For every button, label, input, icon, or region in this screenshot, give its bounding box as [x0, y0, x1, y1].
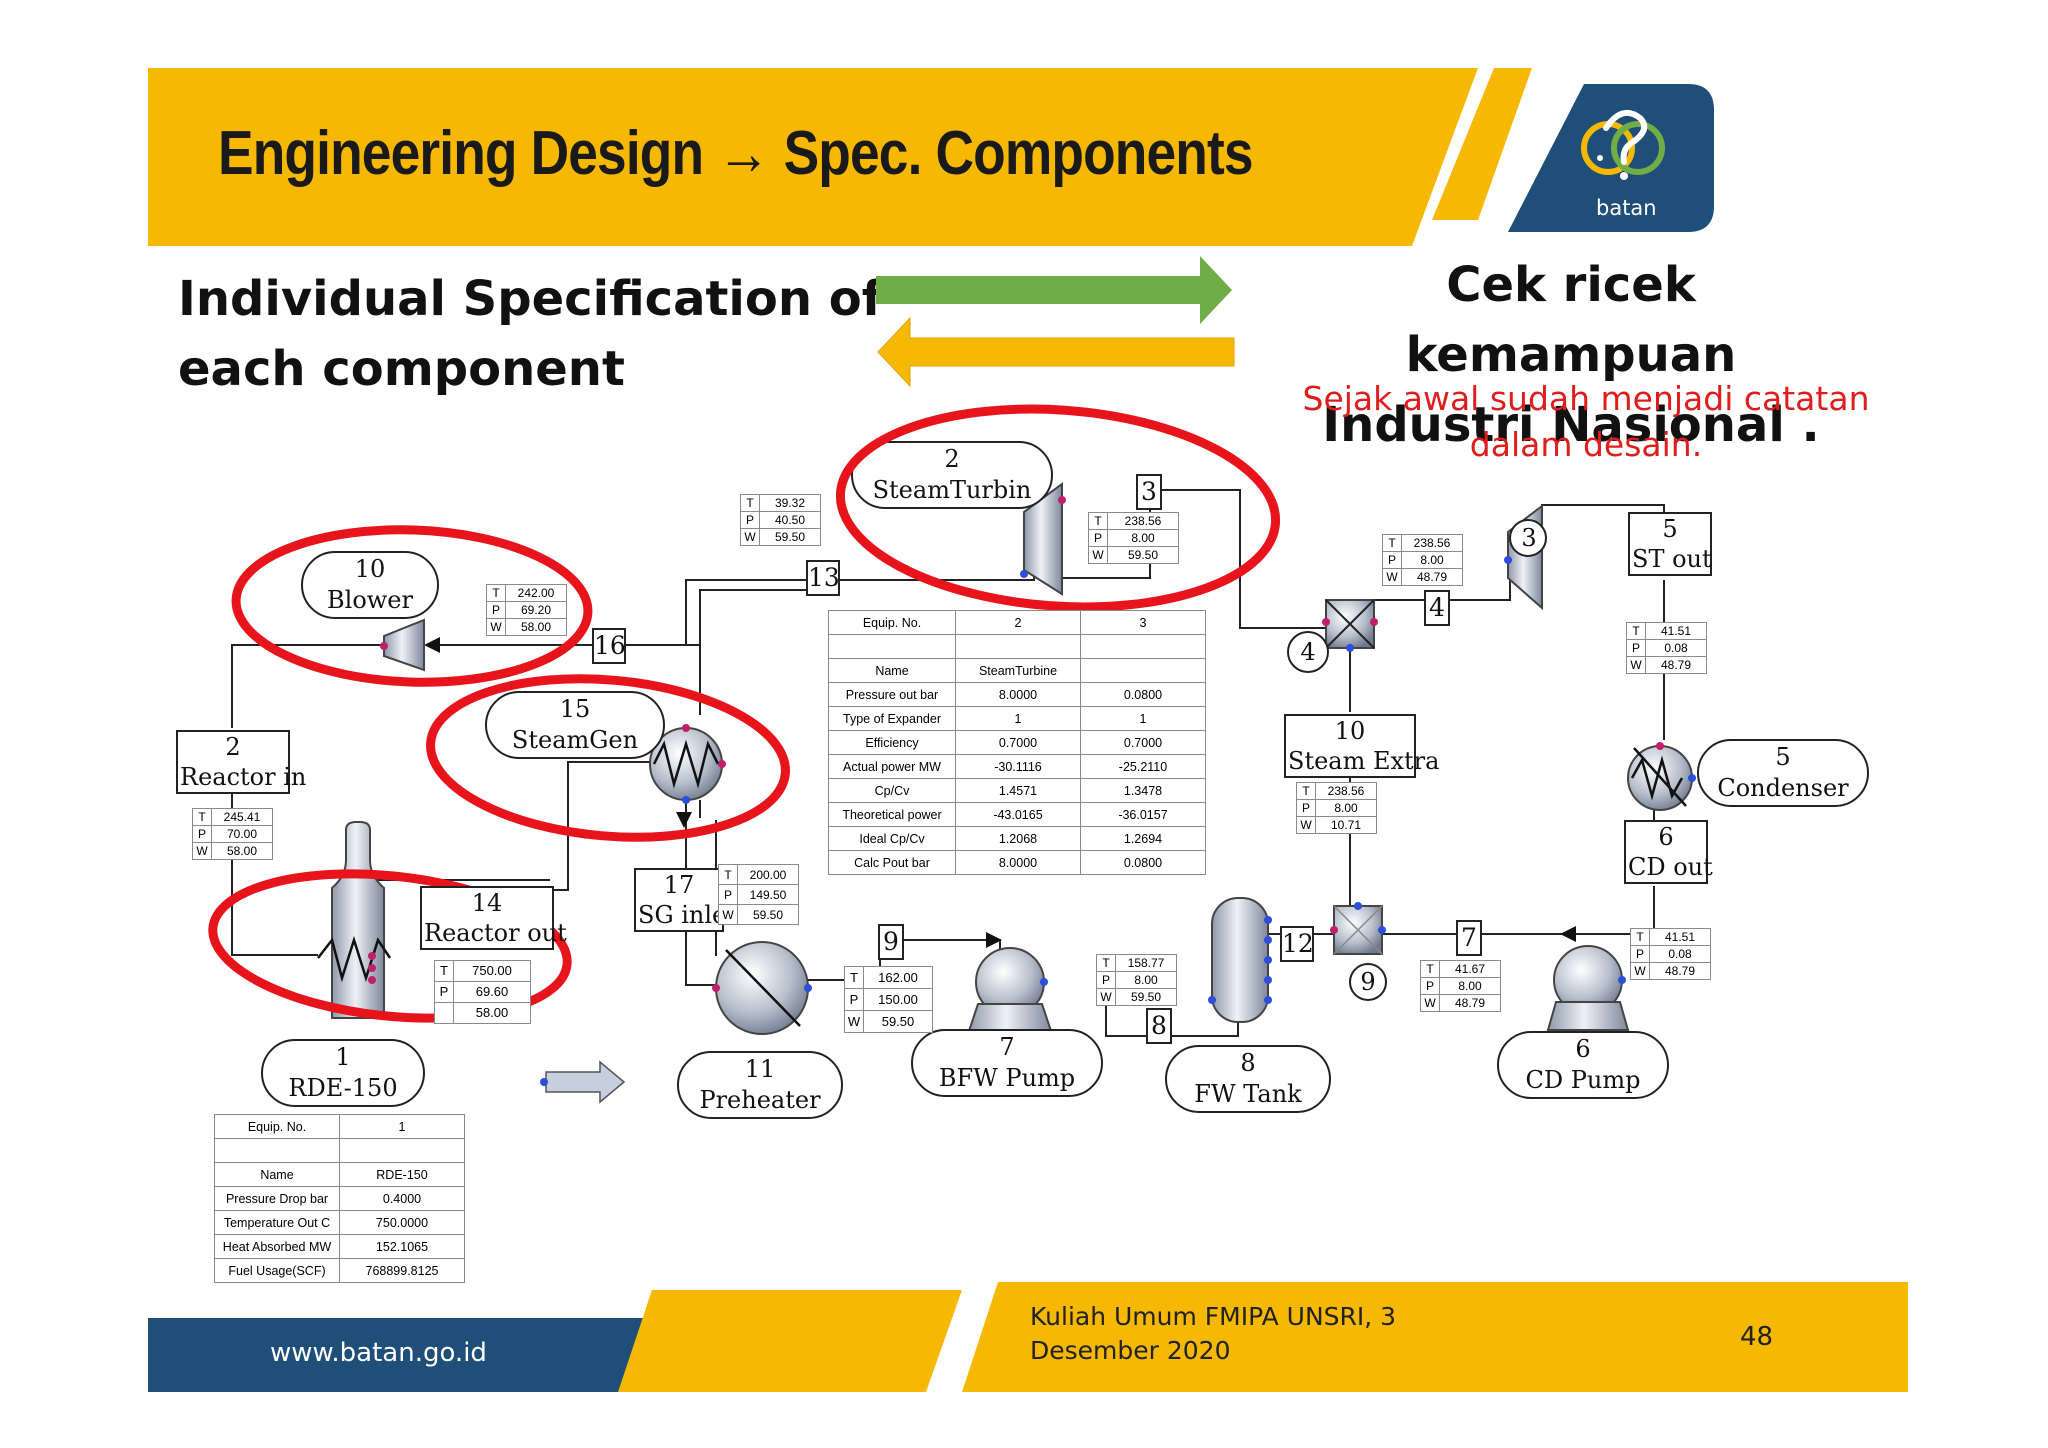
- left-heading-line-1: Individual Specification of: [178, 271, 883, 327]
- page-number: 48: [1740, 1322, 1774, 1352]
- left-heading-line-2: each component: [178, 341, 625, 397]
- label-bfw-pump: 7 BFW Pump: [938, 1033, 1076, 1092]
- circle-num-4: 4: [1300, 638, 1316, 666]
- stream-3: 3: [1136, 474, 1162, 510]
- stream-12: 12: [1280, 926, 1314, 962]
- stream-8: 8: [1146, 1008, 1172, 1044]
- stream-9: 9: [878, 924, 904, 960]
- footer-note: Kuliah Umum FMIPA UNSRI, 3 Desember 2020: [1030, 1300, 1396, 1368]
- stream-16: 16: [592, 628, 626, 664]
- batan-logo-icon: [1581, 109, 1665, 180]
- logo-text: batan: [1596, 196, 1657, 220]
- footer-url[interactable]: www.batan.go.id: [270, 1338, 487, 1368]
- exchange-arrows: [876, 256, 1235, 388]
- hp-turbine-icon: [1023, 482, 1063, 596]
- circle-num-9: 9: [1360, 968, 1376, 996]
- label-steamturbin: 2 SteamTurbin: [872, 445, 1032, 504]
- fw-tank-icon: [1211, 897, 1269, 1023]
- red-note: Sejak awal sudah menjadi catatan dalam d…: [1296, 376, 1876, 468]
- label-condenser: 5 Condenser: [1717, 743, 1849, 802]
- label-steam-extra: 10 Steam Extra: [1284, 714, 1439, 778]
- circle-num-3: 3: [1521, 524, 1537, 552]
- reactor-icon: [331, 821, 385, 1019]
- footer-note-line-2: Desember 2020: [1030, 1336, 1231, 1365]
- red-note-line-2: dalam desain.: [1469, 425, 1703, 464]
- label-reactor-in: 2 Reactor in: [176, 730, 306, 794]
- stream-7: 7: [1456, 920, 1482, 956]
- label-reactor-out: 14 Reactor out: [420, 886, 567, 950]
- footer-note-line-1: Kuliah Umum FMIPA UNSRI, 3: [1030, 1302, 1397, 1331]
- blower-icon: [383, 618, 425, 672]
- right-heading-line-2: Industri Nasional .: [1322, 397, 1820, 453]
- left-heading: Individual Specification of each compone…: [178, 264, 883, 404]
- stream-13: 13: [806, 560, 840, 596]
- label-fw-tank: 8 FW Tank: [1194, 1049, 1302, 1108]
- right-heading-line-1: Cek ricek kemampuan: [1405, 257, 1737, 383]
- label-st-out: 5 ST out: [1628, 512, 1712, 576]
- stream-4: 4: [1424, 590, 1450, 626]
- label-sg-inlet: 17 SG inlet: [634, 868, 736, 932]
- label-cd-pump: 6 CD Pump: [1525, 1035, 1641, 1094]
- red-note-line-1: Sejak awal sudah menjadi catatan: [1302, 379, 1870, 418]
- right-heading: Cek ricek kemampuan Industri Nasional .: [1276, 250, 1866, 460]
- label-cd-out: 6 CD out: [1624, 820, 1713, 884]
- label-blower: 10 Blower: [327, 555, 413, 614]
- label-steamgen: 15 SteamGen: [511, 695, 639, 754]
- label-rde: 1 RDE-150: [288, 1043, 398, 1102]
- label-preheater: 11 Preheater: [699, 1055, 821, 1114]
- page-title: Engineering Design → Spec. Components: [218, 119, 1254, 188]
